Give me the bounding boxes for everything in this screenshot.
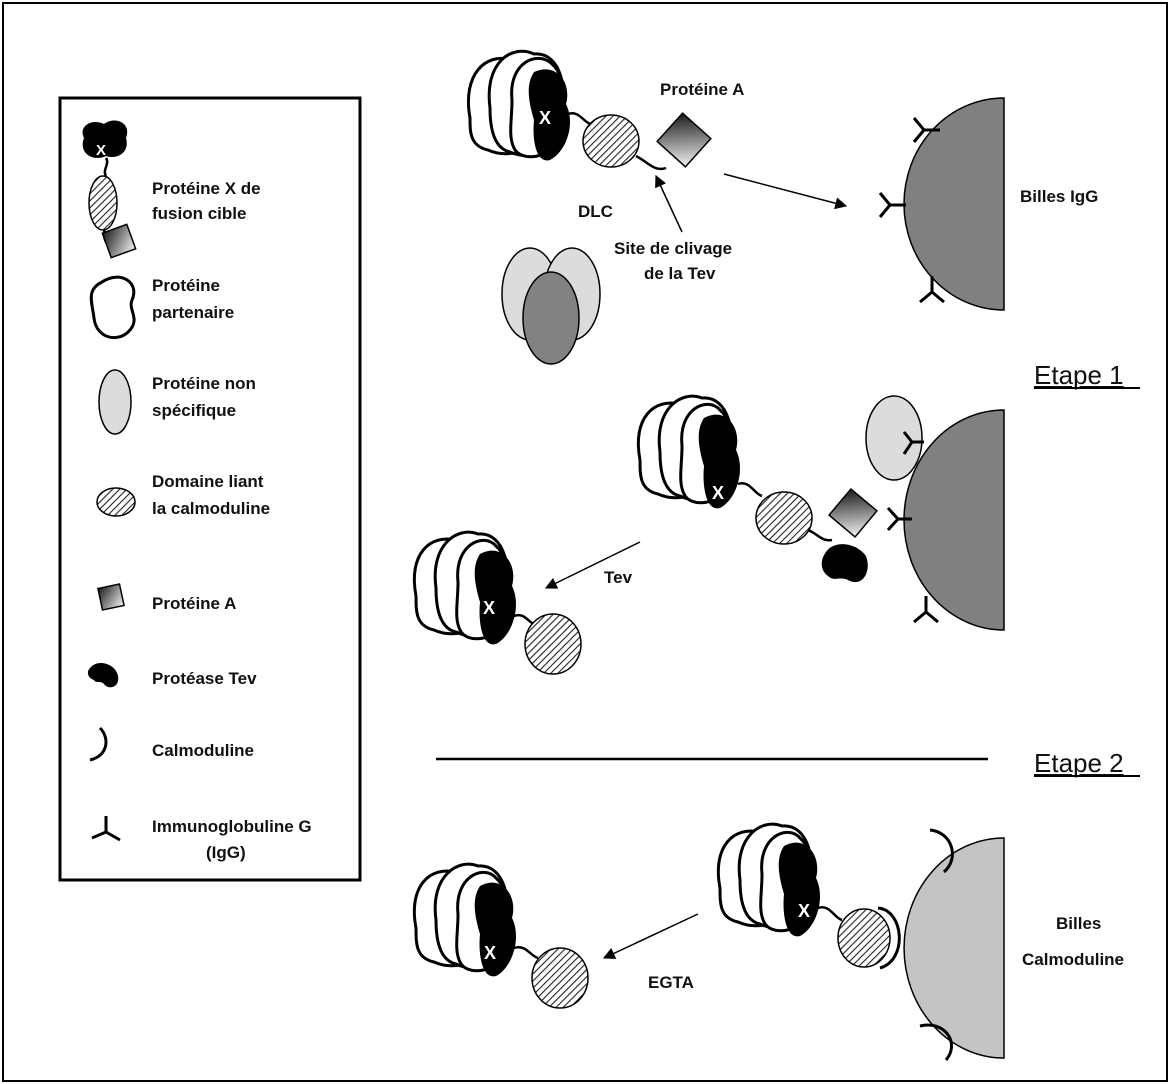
calmodulin-binding-domain-icon xyxy=(97,488,135,516)
legend-partner-label-1: Protéine xyxy=(152,276,220,295)
step-2-label: Etape 2 xyxy=(1034,748,1124,778)
legend-nonspecific-label-1: Protéine non xyxy=(152,374,256,393)
complex-bound-calmodulin: X xyxy=(718,824,899,968)
complex-released-step2: X xyxy=(414,864,588,1008)
protein-a-label: Protéine A xyxy=(660,80,744,99)
legend-igg-label-1: Immunoglobuline G xyxy=(152,817,312,836)
complex-bound-igg: X xyxy=(638,396,877,582)
top-x-mark: X xyxy=(539,108,551,128)
fusion-x-mark: X xyxy=(96,142,106,159)
legend-igg-label-2: (IgG) xyxy=(206,843,246,862)
calmodulin-beads xyxy=(904,838,1004,1058)
calmodulin-beads-label-2: Calmoduline xyxy=(1022,950,1124,969)
cleavage-site-label-1: Site de clivage xyxy=(614,239,732,258)
arrow-cleavage-site xyxy=(656,176,682,232)
legend: X Protéine X de fusion cible Protéine pa… xyxy=(60,98,360,880)
cleavage-site-label-2: de la Tev xyxy=(644,264,716,283)
legend-fusion-label-2: fusion cible xyxy=(152,204,246,223)
legend-cbd-label-2: la calmoduline xyxy=(152,499,270,518)
tev-label: Tev xyxy=(604,568,633,587)
igg-beads-top xyxy=(904,98,1004,310)
complex-released-step1: X xyxy=(414,532,581,674)
nonspecific-protein-icon xyxy=(99,370,131,434)
legend-calmodulin-label: Calmoduline xyxy=(152,741,254,760)
igg-beads-label: Billes IgG xyxy=(1020,187,1098,206)
arrow-egta-release xyxy=(604,914,698,958)
dlc-label: DLC xyxy=(578,202,613,221)
nonspecific-bound-protein xyxy=(866,396,922,480)
arrow-to-igg-beads xyxy=(724,174,846,206)
middle-x-mark: X xyxy=(712,483,724,503)
bound-cam-x-mark: X xyxy=(798,901,810,921)
legend-partner-label-2: partenaire xyxy=(152,303,234,322)
calmodulin-beads-label-1: Billes xyxy=(1056,914,1101,933)
protein-a-icon xyxy=(98,584,124,610)
legend-tev-label: Protéase Tev xyxy=(152,669,257,688)
complex-top: X xyxy=(468,51,710,169)
legend-fusion-label-1: Protéine X de xyxy=(152,179,261,198)
legend-protein-a-label: Protéine A xyxy=(152,594,236,613)
legend-nonspecific-label-2: spécifique xyxy=(152,401,236,420)
step-1-label: Etape 1 xyxy=(1034,360,1124,390)
dlc-complex xyxy=(502,248,600,364)
released1-x-mark: X xyxy=(483,598,495,618)
egta-label: EGTA xyxy=(648,973,694,992)
legend-cbd-label-1: Domaine liant xyxy=(152,472,264,491)
partner-protein-icon xyxy=(91,277,134,337)
released2-x-mark: X xyxy=(484,943,496,963)
